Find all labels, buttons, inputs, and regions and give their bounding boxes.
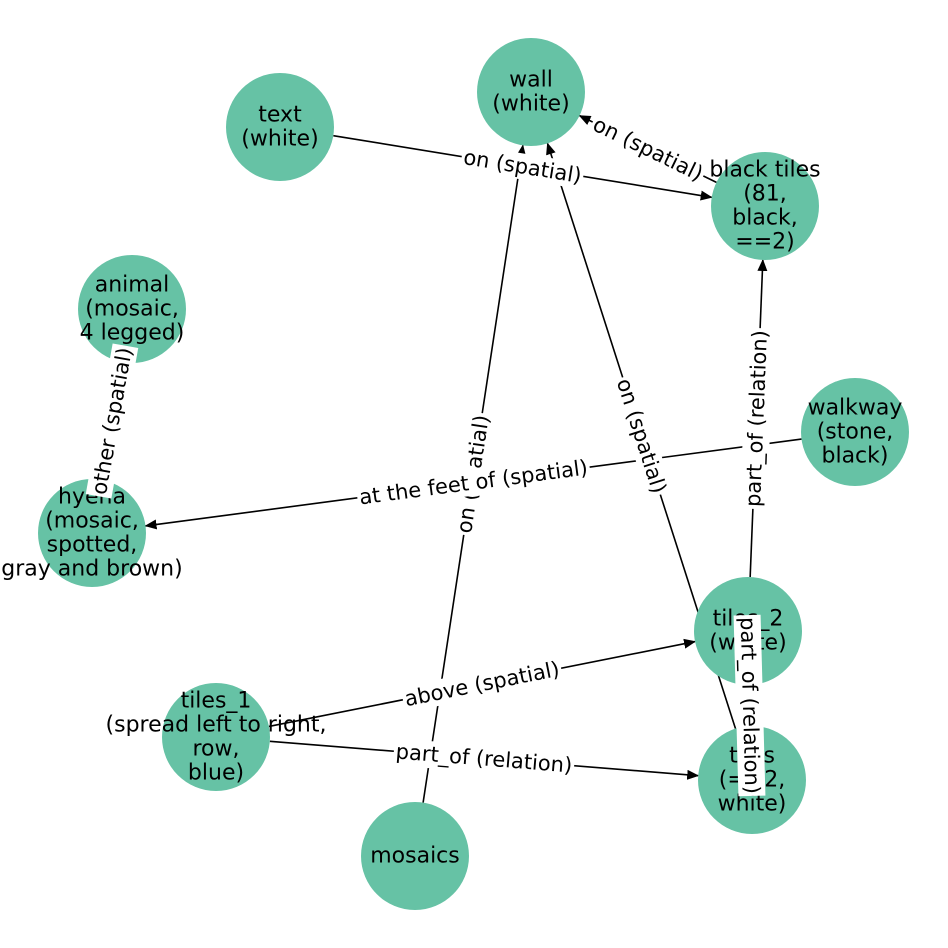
edge-label-background [733, 614, 766, 797]
node-label-line: walkway [808, 396, 903, 421]
edge-label-group: part_of (relation) [733, 614, 766, 797]
node-label-line: tiles_1 [181, 689, 252, 714]
edge-labels-layer: on (spatial)on (spatial)on (spatial)on (… [85, 110, 775, 797]
node-tiles-1: tiles_1(spread left to right,row,blue) [106, 683, 327, 791]
node-label-line: text [258, 103, 302, 128]
node-circle [78, 255, 186, 363]
node-mosaics: mosaics [361, 802, 469, 910]
edge-label-background [85, 343, 139, 499]
node-label-line: 4 legged) [80, 321, 185, 346]
node-label-line: (stone, [817, 420, 894, 445]
node-walkway: walkway(stone,black) [801, 378, 909, 486]
node-label-line: black, [732, 206, 797, 231]
node-wall: wall(white) [477, 38, 585, 146]
edge-label-group: on (spatial) [610, 373, 673, 499]
node-label-line: black tiles [709, 158, 820, 183]
node-animal: animal(mosaic,4 legged) [78, 255, 186, 363]
edge-label-background [586, 110, 710, 188]
edge-label-background [355, 454, 592, 511]
node-label-line: (white) [492, 92, 569, 117]
edge-label-background [400, 655, 564, 713]
nodes-layer: wall(white)text(white)black tiles(81,bla… [1, 38, 909, 910]
node-label-line: ==2) [735, 230, 794, 255]
node-label-line: black) [822, 444, 889, 469]
node-label-line: (spread left to right, [106, 713, 327, 738]
edge-label: on (spatial) [589, 112, 707, 186]
node-circle [477, 38, 585, 146]
edge-label: part_of (relation) [741, 330, 773, 508]
node-circle [361, 802, 469, 910]
edge-label-group: above (spatial) [400, 655, 564, 713]
node-label-line: (mosaic, [45, 509, 139, 534]
node-hyena: hyena(mosaic,spotted,gray and brown) [1, 479, 183, 587]
node-label-line: (81, [743, 182, 787, 207]
node-circle [711, 152, 819, 260]
node-circle [226, 73, 334, 181]
node-label-line: gray and brown) [1, 557, 182, 582]
edge-label: other (spatial) [87, 346, 137, 497]
edge-label: part_of (relation) [735, 617, 765, 794]
edge-label-background [610, 373, 673, 499]
node-label-line: (mosaic, [85, 297, 179, 322]
edge-label-group: part_of (relation) [739, 327, 775, 510]
node-label-line: mosaics [370, 844, 460, 869]
node-text: text(white) [226, 73, 334, 181]
edge-label-group: part_of (relation) [392, 738, 576, 780]
edge-label-group: other (spatial) [85, 343, 139, 499]
node-circle [801, 378, 909, 486]
edge-label: above (spatial) [402, 657, 561, 711]
node-label-line: blue) [188, 761, 244, 786]
edge-label-group: on (spatial) [586, 110, 710, 188]
node-black-tiles: black tiles(81,black,==2) [709, 152, 821, 260]
node-label-line: spotted, [47, 533, 138, 558]
edge-label-background [392, 738, 576, 780]
node-label-line: wall [509, 68, 553, 93]
node-label-line: row, [192, 737, 239, 762]
node-label-line: animal [95, 273, 170, 298]
edge-label: part_of (relation) [395, 739, 573, 778]
node-circle [162, 683, 270, 791]
node-circle [38, 479, 146, 587]
node-label-line: (white) [241, 127, 318, 152]
edge-label-background [739, 327, 775, 510]
edge-label-background [459, 143, 586, 190]
